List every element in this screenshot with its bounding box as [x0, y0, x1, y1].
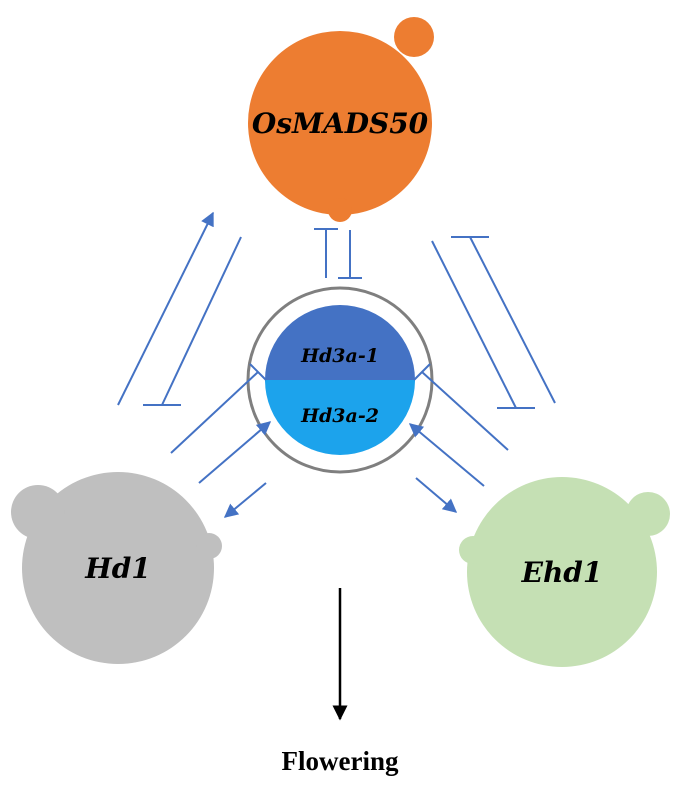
edge-osmads50-represses-hd1 — [161, 236, 242, 406]
hd3a-2-label: Hd3a-2 — [300, 405, 379, 427]
ehd1-bud-right — [626, 492, 670, 536]
osmads50-label: OsMADS50 — [252, 107, 429, 140]
osmads50-body — [248, 31, 432, 215]
hd3a-2-half — [265, 380, 415, 455]
edge-hd3a-activates-hd1 — [223, 482, 267, 518]
edges-osmads50-hd1 — [117, 211, 242, 406]
hd1-body — [22, 472, 214, 664]
flowering-label: Flowering — [282, 746, 399, 776]
hd1-node: Hd1 — [11, 472, 222, 664]
ehd1-bud-left — [459, 536, 487, 564]
osmads50-bud-top — [394, 17, 434, 57]
edge-ehd1-activates-hd3a-2 — [408, 423, 485, 487]
hd3a-1-label: Hd3a-1 — [300, 345, 379, 367]
edges-ehd1-hd3a — [408, 363, 509, 513]
ehd1-node: Ehd1 — [459, 477, 670, 667]
edge-ehd1-represses-osmads50 — [469, 236, 556, 404]
hd3a-node: Hd3a-1 Hd3a-2 — [246, 286, 434, 474]
edge-hd3a-activates-ehd1 — [415, 477, 458, 513]
hd3a-1-half — [265, 305, 415, 380]
edges-osmads50-ehd1 — [431, 236, 556, 409]
edge-osmads50-represses-ehd1 — [431, 240, 517, 409]
hd1-bud-right — [196, 533, 222, 559]
edges-osmads50-hd3a — [314, 228, 362, 279]
hd1-bud-left — [11, 485, 65, 539]
edge-hd1-activates-hd3a-2 — [198, 421, 272, 484]
ehd1-body — [467, 477, 657, 667]
tbar-ehd1-hd3a-1 — [413, 363, 431, 381]
flowering-output: Flowering — [282, 588, 399, 776]
edges-hd1-hd3a — [170, 363, 272, 518]
edge-hd1-activates-osmads50 — [117, 211, 214, 406]
tbar-hd1-hd3a-1 — [249, 363, 267, 381]
hd1-label: Hd1 — [84, 552, 151, 585]
edge-ehd1-represses-hd3a-1 — [421, 371, 509, 451]
ehd1-label: Ehd1 — [521, 556, 603, 589]
osmads50-bud-bottom — [328, 198, 352, 222]
osmads50-node: OsMADS50 — [248, 17, 434, 222]
edge-hd1-represses-hd3a-1 — [170, 371, 259, 454]
